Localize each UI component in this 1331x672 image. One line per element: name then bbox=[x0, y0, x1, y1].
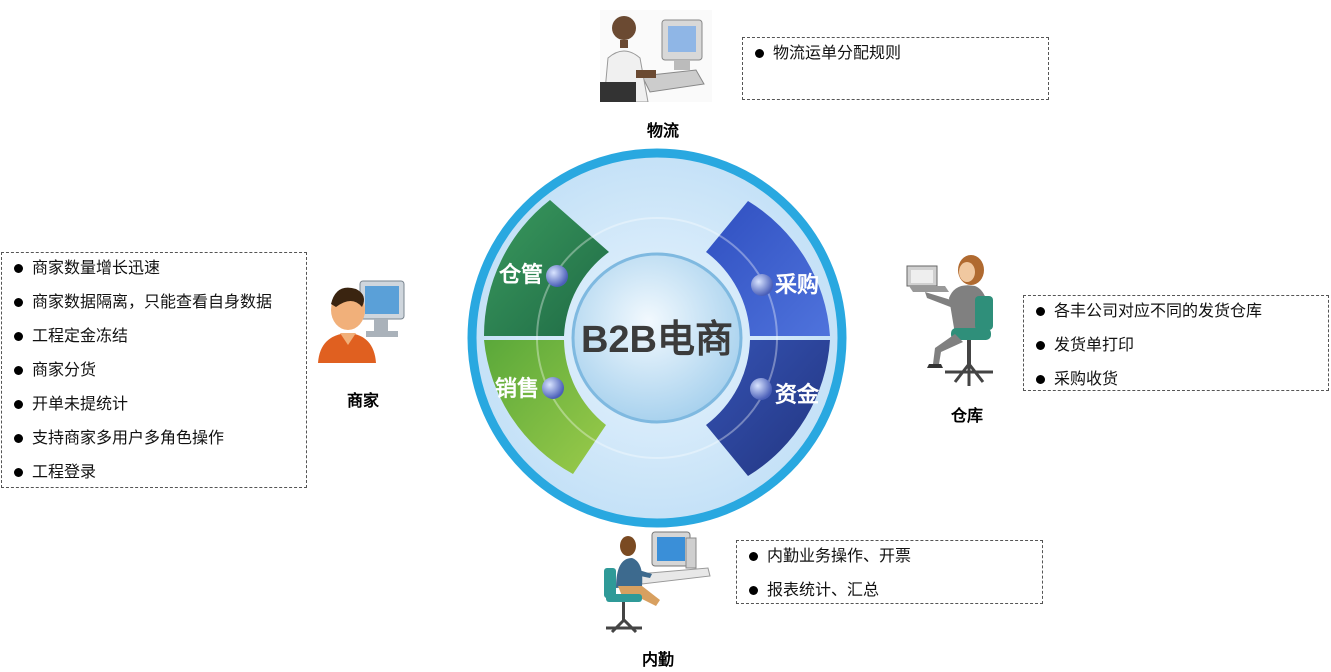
bullet-icon bbox=[749, 552, 758, 561]
bullet-icon bbox=[14, 400, 23, 409]
list-item: 采购收货 bbox=[1024, 366, 1328, 400]
role-label-logistics: 物流 bbox=[646, 121, 680, 140]
merchant-person-icon bbox=[318, 280, 405, 363]
list-item: 工程定金冻结 bbox=[2, 323, 306, 357]
role-label-warehouse: 仓库 bbox=[950, 406, 984, 425]
bullet-icon bbox=[1036, 341, 1045, 350]
warehouse-person-icon bbox=[906, 255, 993, 386]
list-item: 发货单打印 bbox=[1024, 332, 1328, 366]
list-item: 报表统计、汇总 bbox=[737, 577, 1042, 611]
role-label-merchant: 商家 bbox=[346, 391, 380, 410]
label-sales: 销售 bbox=[495, 376, 539, 402]
bullet-icon bbox=[1036, 375, 1045, 384]
inner-arc-ring bbox=[536, 217, 778, 459]
list-item: 商家数量增长迅速 bbox=[2, 255, 306, 289]
list-item: 支持商家多用户多角色操作 bbox=[2, 425, 306, 459]
center-title: B2B电商 bbox=[581, 319, 733, 361]
node-ball-warehouse-mgmt bbox=[546, 265, 568, 287]
list-item: 工程登录 bbox=[2, 459, 306, 493]
list-item: 物流运单分配规则 bbox=[743, 40, 1048, 74]
list-item: 商家分货 bbox=[2, 357, 306, 391]
label-warehouse-mgmt: 仓管 bbox=[498, 262, 543, 288]
bullet-icon bbox=[1036, 307, 1045, 316]
warehouse-notes-box: 各丰公司对应不同的发货仓库 发货单打印 采购收货 bbox=[1023, 295, 1329, 391]
bullet-icon bbox=[755, 49, 764, 58]
node-ball-sales bbox=[542, 377, 564, 399]
logistics-notes-list: 物流运单分配规则 bbox=[743, 40, 1048, 74]
internal-notes-box: 内勤业务操作、开票 报表统计、汇总 bbox=[736, 540, 1043, 604]
role-label-internal: 内勤 bbox=[641, 650, 675, 669]
segment-warehouse-mgmt bbox=[483, 200, 609, 336]
segment-purchase bbox=[706, 201, 830, 336]
segment-sales bbox=[484, 340, 606, 474]
warehouse-notes-list: 各丰公司对应不同的发货仓库 发货单打印 采购收货 bbox=[1024, 298, 1328, 400]
segment-funds bbox=[706, 340, 830, 476]
label-purchase: 采购 bbox=[775, 272, 819, 298]
node-ball-funds bbox=[750, 378, 772, 400]
merchant-notes-box: 商家数量增长迅速 商家数据隔离，只能查看自身数据 工程定金冻结 商家分货 开单未… bbox=[1, 252, 307, 488]
bullet-icon bbox=[14, 332, 23, 341]
label-funds: 资金 bbox=[775, 382, 820, 408]
list-item: 商家数据隔离，只能查看自身数据 bbox=[2, 289, 306, 323]
bullet-icon bbox=[14, 468, 23, 477]
list-item: 开单未提统计 bbox=[2, 391, 306, 425]
internal-staff-person-icon bbox=[604, 531, 711, 634]
logistics-person-icon bbox=[600, 10, 712, 102]
list-item: 各丰公司对应不同的发货仓库 bbox=[1024, 298, 1328, 332]
bullet-icon bbox=[14, 264, 23, 273]
node-ball-purchase bbox=[751, 274, 773, 296]
bullet-icon bbox=[14, 434, 23, 443]
logistics-notes-box: 物流运单分配规则 bbox=[742, 37, 1049, 100]
internal-notes-list: 内勤业务操作、开票 报表统计、汇总 bbox=[737, 543, 1042, 611]
center-hub bbox=[571, 252, 743, 424]
merchant-notes-list: 商家数量增长迅速 商家数据隔离，只能查看自身数据 工程定金冻结 商家分货 开单未… bbox=[2, 255, 306, 493]
bullet-icon bbox=[14, 366, 23, 375]
list-item: 内勤业务操作、开票 bbox=[737, 543, 1042, 577]
bullet-icon bbox=[749, 586, 758, 595]
bullet-icon bbox=[14, 298, 23, 307]
